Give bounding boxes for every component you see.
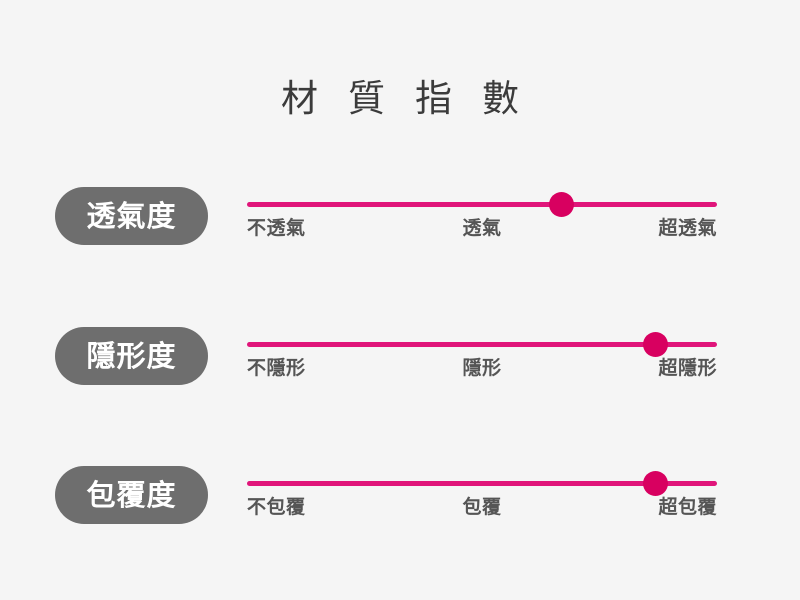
scale-label-mid: 包覆	[462, 496, 502, 518]
slider-track[interactable]	[247, 202, 717, 207]
metric-pill-label: 包覆度	[86, 477, 177, 512]
metric-pill-breathability: 透氣度	[55, 187, 208, 245]
metric-row: 隱形度 不隱形 隱形 超隱形	[0, 311, 800, 401]
slider-track-wrap[interactable]	[247, 470, 717, 496]
scale-label-low: 不隱形	[247, 357, 306, 379]
scale-label-high: 超包覆	[658, 496, 717, 518]
slider-handle[interactable]	[643, 471, 669, 496]
metric-pill-coverage: 包覆度	[55, 466, 208, 524]
slider-handle[interactable]	[643, 332, 669, 357]
scale-labels: 不包覆 包覆 超包覆	[247, 496, 717, 520]
scale-label-low: 不包覆	[247, 496, 306, 518]
slider-track-wrap[interactable]	[247, 331, 717, 357]
scale-labels: 不透氣 透氣 超透氣	[247, 217, 717, 241]
scale-label-high: 超透氣	[658, 217, 717, 239]
slider-track[interactable]	[247, 481, 717, 486]
page-title: 材質指數	[281, 76, 549, 120]
metric-row: 包覆度 不包覆 包覆 超包覆	[0, 450, 800, 540]
metric-row: 透氣度 不透氣 透氣 超透氣	[0, 171, 800, 261]
scale-labels: 不隱形 隱形 超隱形	[247, 357, 717, 381]
metric-slider-breathability: 不透氣 透氣 超透氣	[247, 171, 717, 261]
slider-handle[interactable]	[549, 192, 575, 217]
metric-slider-coverage: 不包覆 包覆 超包覆	[247, 450, 717, 540]
scale-label-low: 不透氣	[247, 217, 306, 239]
slider-track-wrap[interactable]	[247, 191, 717, 217]
scale-label-mid: 透氣	[462, 217, 502, 239]
metric-pill-label: 隱形度	[86, 338, 177, 373]
slider-track[interactable]	[247, 342, 717, 347]
scale-label-mid: 隱形	[462, 357, 502, 379]
metric-pill-label: 透氣度	[86, 198, 177, 233]
metric-pill-invisibility: 隱形度	[55, 327, 208, 385]
metric-slider-invisibility: 不隱形 隱形 超隱形	[247, 311, 717, 401]
scale-label-high: 超隱形	[658, 357, 717, 379]
